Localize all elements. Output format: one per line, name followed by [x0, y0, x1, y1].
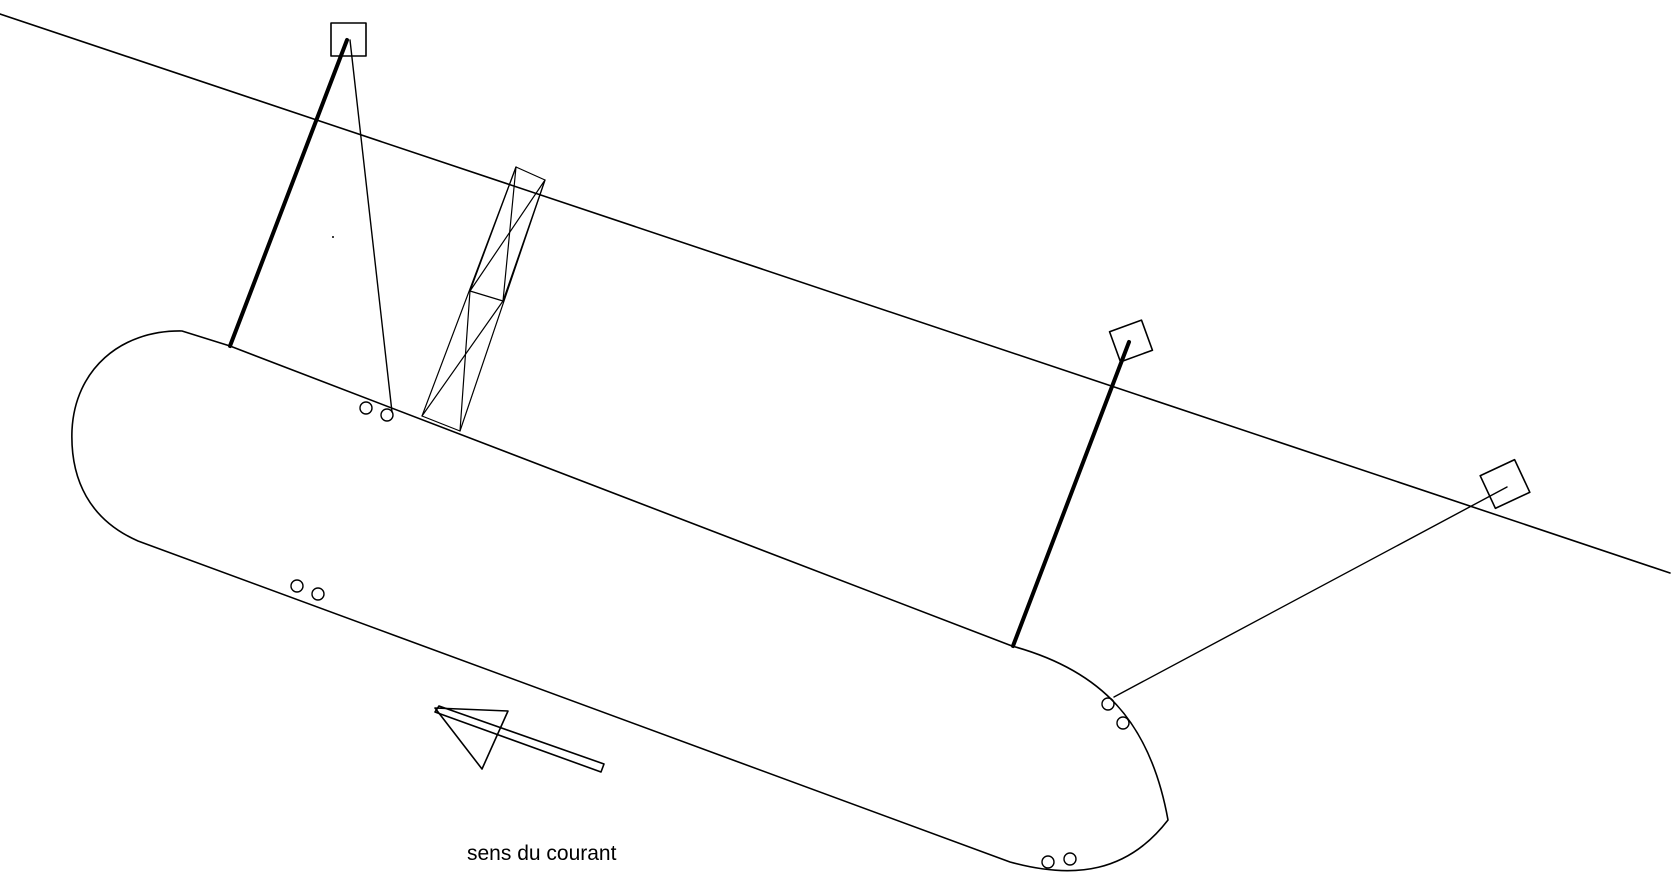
current-direction-label: sens du courant	[467, 842, 617, 865]
bitt	[1101, 697, 1115, 711]
mooring-cable-2	[1113, 486, 1508, 698]
mooring-strut-2	[1011, 340, 1131, 648]
bitt	[359, 401, 373, 415]
stray-dot	[332, 236, 334, 238]
bitt	[1041, 855, 1055, 869]
anchor-block-1	[330, 22, 367, 57]
shore-line	[0, 13, 1671, 574]
bitt	[290, 579, 304, 593]
deck-bitts	[290, 401, 1130, 869]
gangway-truss	[421, 166, 546, 432]
bitt	[1116, 716, 1130, 730]
mooring-cable-1	[349, 39, 393, 413]
anchor-block-2	[1108, 319, 1154, 363]
barge-hull	[71, 330, 1169, 872]
bitt	[1063, 852, 1077, 866]
current-arrow-icon	[434, 705, 605, 773]
bitt	[380, 408, 394, 422]
mooring-strut-1	[228, 38, 349, 348]
anchor-block-3	[1479, 458, 1531, 510]
bitt	[311, 587, 325, 601]
